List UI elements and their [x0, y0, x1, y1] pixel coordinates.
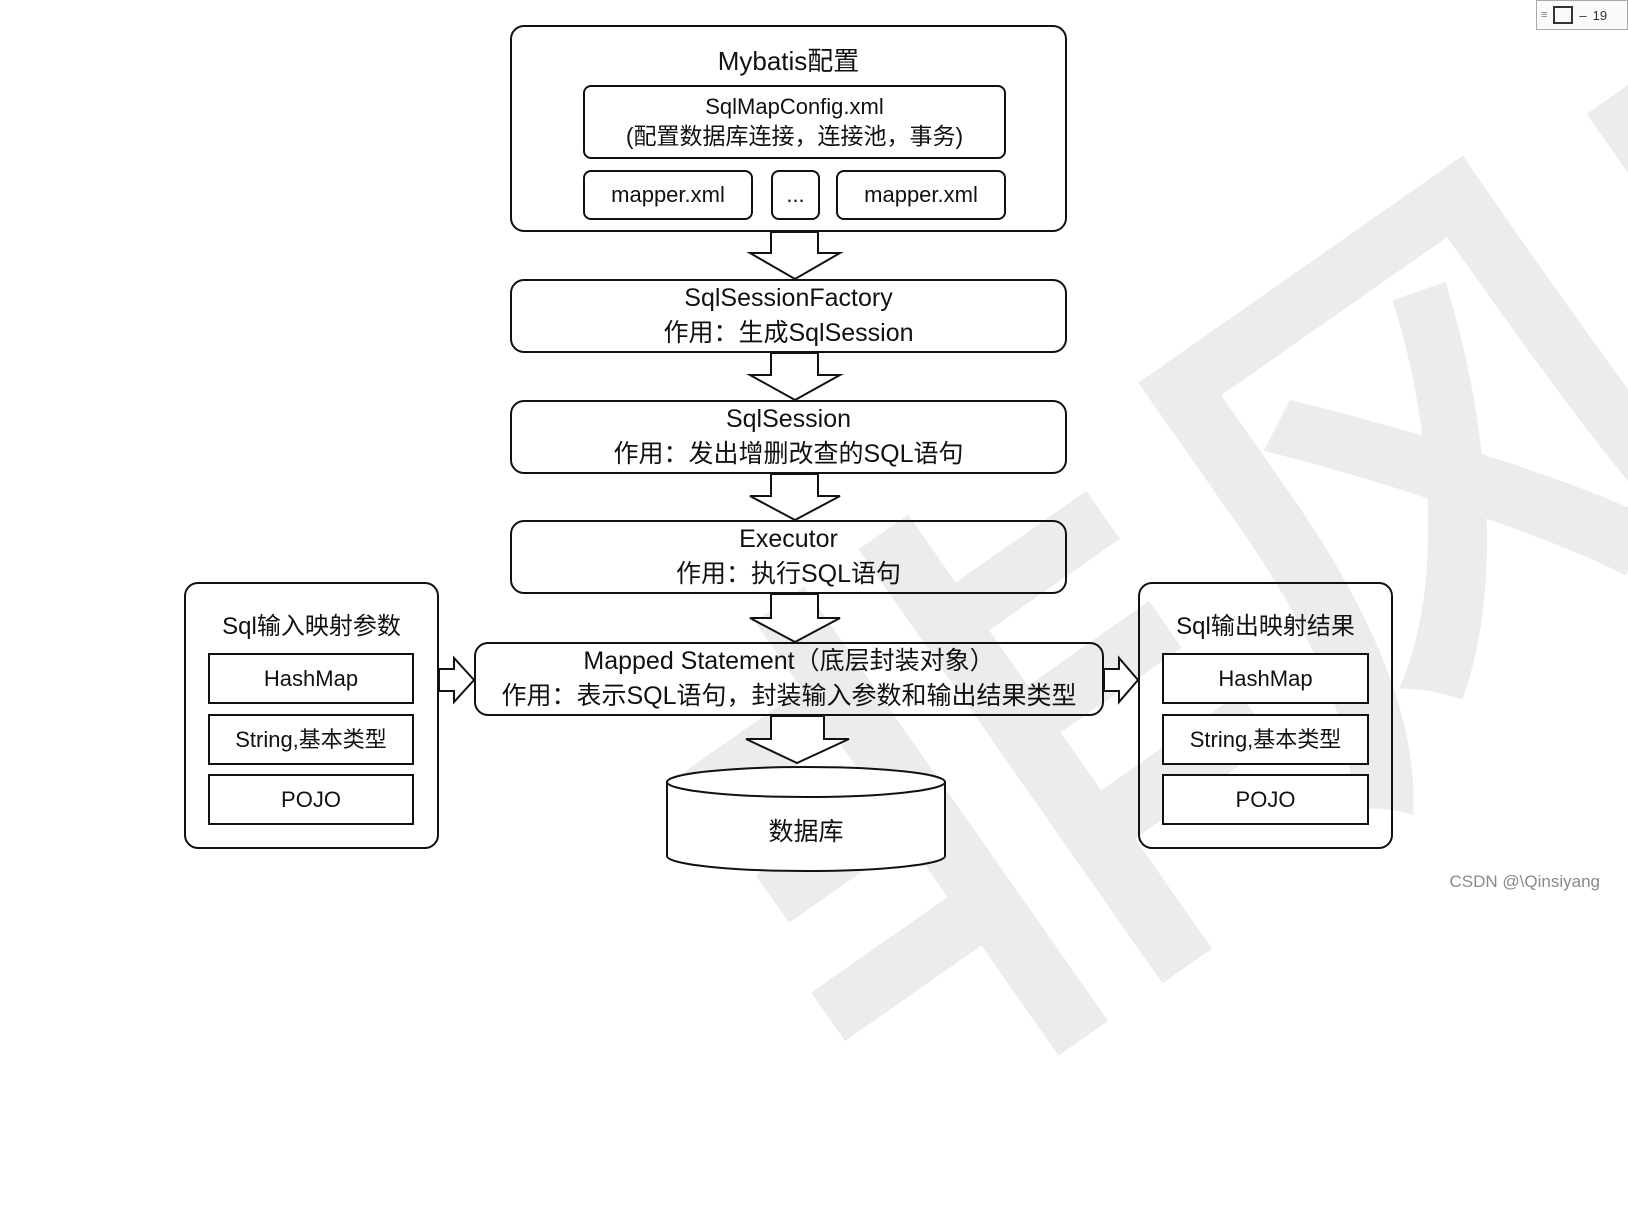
right-arrow-input-mapped: [438, 655, 476, 705]
fullscreen-icon[interactable]: [1553, 6, 1574, 24]
sqlsessionfactory-title: SqlSessionFactory: [684, 284, 893, 312]
sqlmapconfig-box: SqlMapConfig.xml (配置数据库连接，连接池，事务): [583, 85, 1006, 159]
sqlsessionfactory-box: SqlSessionFactory 作用：生成SqlSession: [510, 279, 1067, 353]
sqlsessionfactory-desc: 作用：生成SqlSession: [663, 319, 914, 347]
down-arrow-session-executor: [749, 473, 841, 522]
mapper-xml-left: mapper.xml: [583, 170, 753, 220]
mybatis-config-box: Mybatis配置: [510, 25, 1067, 232]
mybatis-config-title: Mybatis配置: [717, 46, 860, 76]
mapper-xml-right: mapper.xml: [836, 170, 1006, 220]
down-arrow-mapped-database: [745, 715, 850, 765]
window-controls[interactable]: ≡ – 19: [1536, 0, 1628, 30]
page-number: 19: [1592, 7, 1608, 23]
database-cylinder: [666, 766, 946, 872]
executor-box: Executor 作用：执行SQL语句: [510, 520, 1067, 594]
down-arrow-factory-session: [746, 352, 844, 402]
mapped-statement-desc: 作用：表示SQL语句，封装输入参数和输出结果类型: [501, 682, 1077, 710]
down-arrow-executor-mapped: [749, 593, 841, 644]
input-mapping-box: Sql输入映射参数: [184, 582, 439, 849]
credit-text: CSDN @\Qinsiyang: [1449, 872, 1600, 891]
mapped-statement-box: Mapped Statement（底层封装对象） 作用：表示SQL语句，封装输入…: [474, 642, 1104, 716]
input-mapping-title: Sql输入映射参数: [222, 613, 401, 640]
database-label: 数据库: [768, 818, 844, 846]
output-mapping-box: Sql输出映射结果: [1138, 582, 1393, 849]
sqlsession-desc: 作用：发出增删改查的SQL语句: [613, 440, 964, 468]
output-mapping-title: Sql输出映射结果: [1176, 613, 1355, 640]
sqlsession-box: SqlSession 作用：发出增删改查的SQL语句: [510, 400, 1067, 474]
minimize-icon[interactable]: –: [1579, 7, 1587, 23]
sqlmapconfig-filename: SqlMapConfig.xml: [705, 93, 884, 119]
down-arrow-config-factory: [746, 231, 844, 281]
output-item-hashmap: HashMap: [1162, 653, 1369, 704]
sqlmapconfig-description: (配置数据库连接，连接池，事务): [625, 123, 964, 150]
sqlsession-title: SqlSession: [725, 405, 852, 433]
input-item-pojo: POJO: [208, 774, 414, 825]
mapper-ellipsis: ...: [771, 170, 820, 220]
diagram-connectors: [438, 231, 1140, 872]
input-item-string: String,基本类型: [208, 714, 414, 765]
output-item-pojo: POJO: [1162, 774, 1369, 825]
mapped-statement-title: Mapped Statement（底层封装对象）: [583, 647, 995, 675]
executor-title: Executor: [739, 525, 838, 553]
right-arrow-mapped-output: [1103, 655, 1140, 705]
input-item-hashmap: HashMap: [208, 653, 414, 704]
executor-desc: 作用：执行SQL语句: [675, 560, 902, 588]
output-item-string: String,基本类型: [1162, 714, 1369, 765]
menu-icon[interactable]: ≡: [1541, 9, 1548, 21]
